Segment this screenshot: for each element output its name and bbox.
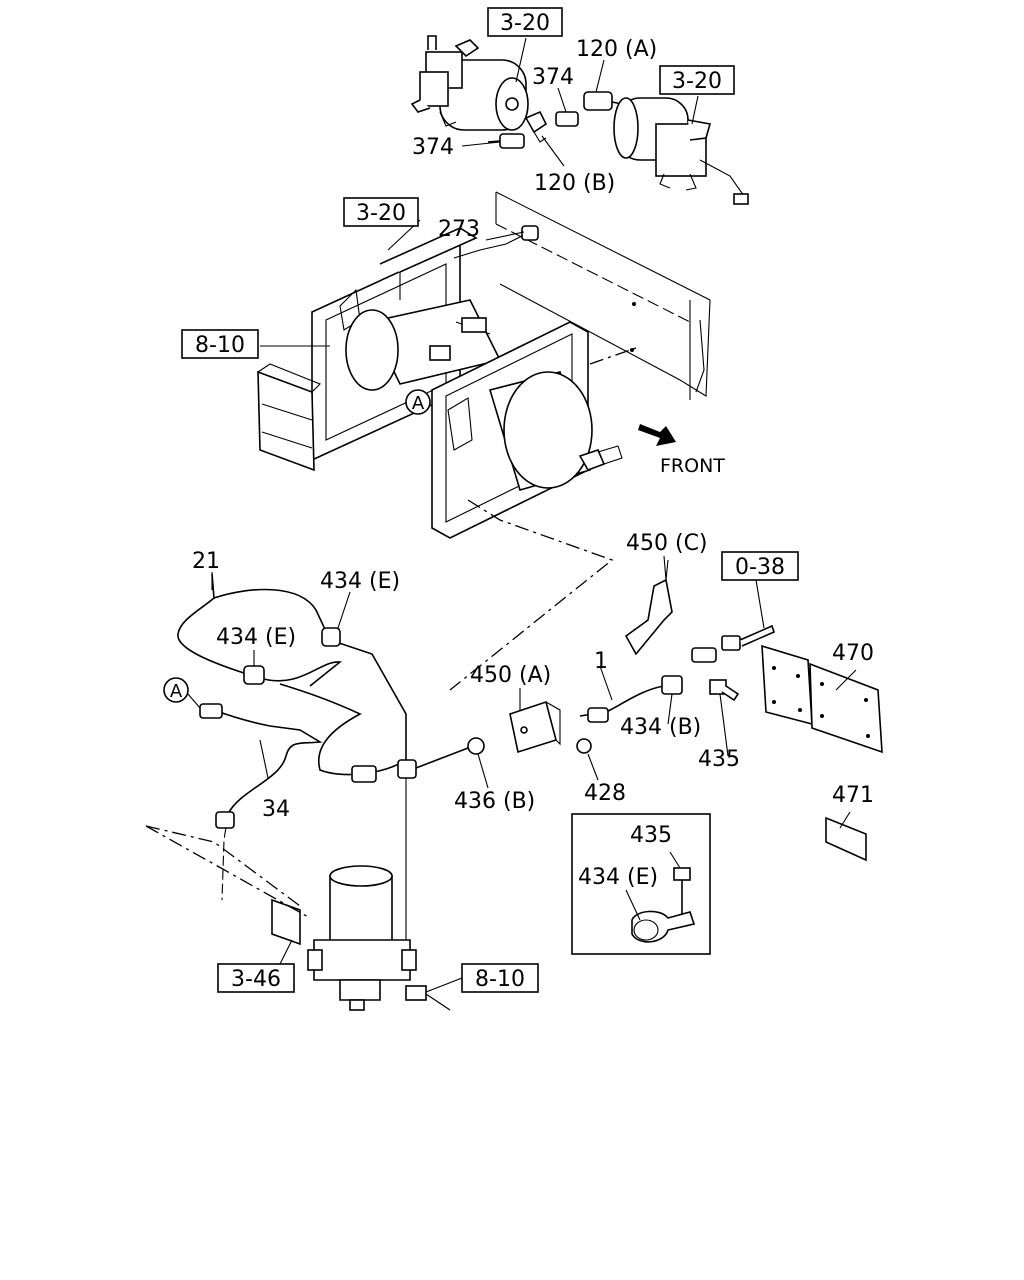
label-435: 435	[698, 747, 740, 772]
ref-8-10-bottom: 8-10	[475, 967, 525, 992]
callout-a-mid-circle	[405, 389, 431, 415]
bolt-435	[709, 679, 740, 702]
label-434b: 434 (B)	[620, 715, 701, 740]
detail-bolt-435	[673, 867, 691, 914]
ref-box-3-20-mid	[343, 197, 419, 227]
label-120b: 120 (B)	[534, 171, 615, 196]
fitting-34-end	[215, 811, 235, 829]
bolt-0-38	[721, 624, 775, 651]
connector-plug	[405, 985, 451, 1011]
front-direction-arrow	[638, 424, 676, 446]
label-470: 470	[832, 641, 874, 666]
nut-428	[576, 738, 592, 754]
label-120a: 120 (A)	[576, 37, 657, 62]
ref-box-3-20-right	[659, 65, 735, 95]
left-step-bracket	[257, 363, 321, 472]
plate-470	[761, 644, 883, 754]
upper-left-valve-assembly	[410, 35, 529, 131]
clamp-434e-upper	[321, 627, 341, 647]
label-1: 1	[594, 649, 608, 674]
label-434e-mid: 434 (E)	[216, 625, 296, 650]
ref-3-20-top: 3-20	[500, 11, 550, 36]
clamp-434e-mid	[243, 665, 265, 685]
ref-box-0-38	[721, 551, 799, 581]
label-detail-435: 435	[630, 823, 672, 848]
label-plate-471	[825, 816, 867, 862]
label-428: 428	[584, 781, 626, 806]
label-374-upper: 374	[532, 65, 574, 90]
ref-box-8-10-left	[181, 329, 259, 359]
air-dryer-unit	[307, 865, 417, 1011]
bracket-450a	[509, 700, 561, 754]
connector-pipe-21	[351, 765, 377, 783]
ref-box-8-10-bottom	[461, 963, 539, 993]
pipe-1	[579, 675, 683, 723]
ref-3-20-mid: 3-20	[356, 201, 406, 226]
label-21: 21	[192, 549, 220, 574]
fitting-450c-union	[691, 647, 717, 663]
label-434e-upper: 434 (E)	[320, 569, 400, 594]
bracket-450c	[624, 559, 673, 656]
ref-box-3-46	[217, 963, 295, 993]
callout-a-mid: A	[412, 393, 425, 414]
upper-right-dryer-assembly	[613, 97, 749, 205]
fitting-374-upper	[555, 111, 579, 127]
nut-436b	[467, 737, 485, 755]
label-273: 273	[438, 217, 480, 242]
pipe-21	[177, 573, 407, 776]
callout-a-left: A	[170, 681, 183, 702]
label-471: 471	[832, 783, 874, 808]
label-374-left: 374	[412, 135, 454, 160]
ref-3-46: 3-46	[231, 967, 281, 992]
union-fitting	[397, 759, 417, 779]
label-detail-434e: 434 (E)	[578, 865, 658, 890]
ref-0-38: 0-38	[735, 555, 785, 580]
label-34: 34	[262, 797, 290, 822]
fitting-273	[521, 225, 539, 241]
label-450c: 450 (C)	[626, 531, 708, 556]
fitting-374-left	[487, 133, 525, 149]
ref-3-20-right: 3-20	[672, 69, 722, 94]
callout-a-left-circle	[163, 677, 189, 703]
dryer-mounting-bracket	[271, 898, 301, 946]
front-air-tank	[488, 371, 623, 491]
label-front: FRONT	[660, 455, 725, 477]
detail-clamp-434e	[631, 910, 696, 943]
ref-box-3-20-top	[487, 7, 563, 37]
ref-8-10-left: 8-10	[195, 333, 245, 358]
fitting-120a	[583, 91, 623, 111]
label-450a: 450 (A)	[470, 663, 551, 688]
label-436b: 436 (B)	[454, 789, 535, 814]
fitting-a-left	[199, 703, 223, 719]
